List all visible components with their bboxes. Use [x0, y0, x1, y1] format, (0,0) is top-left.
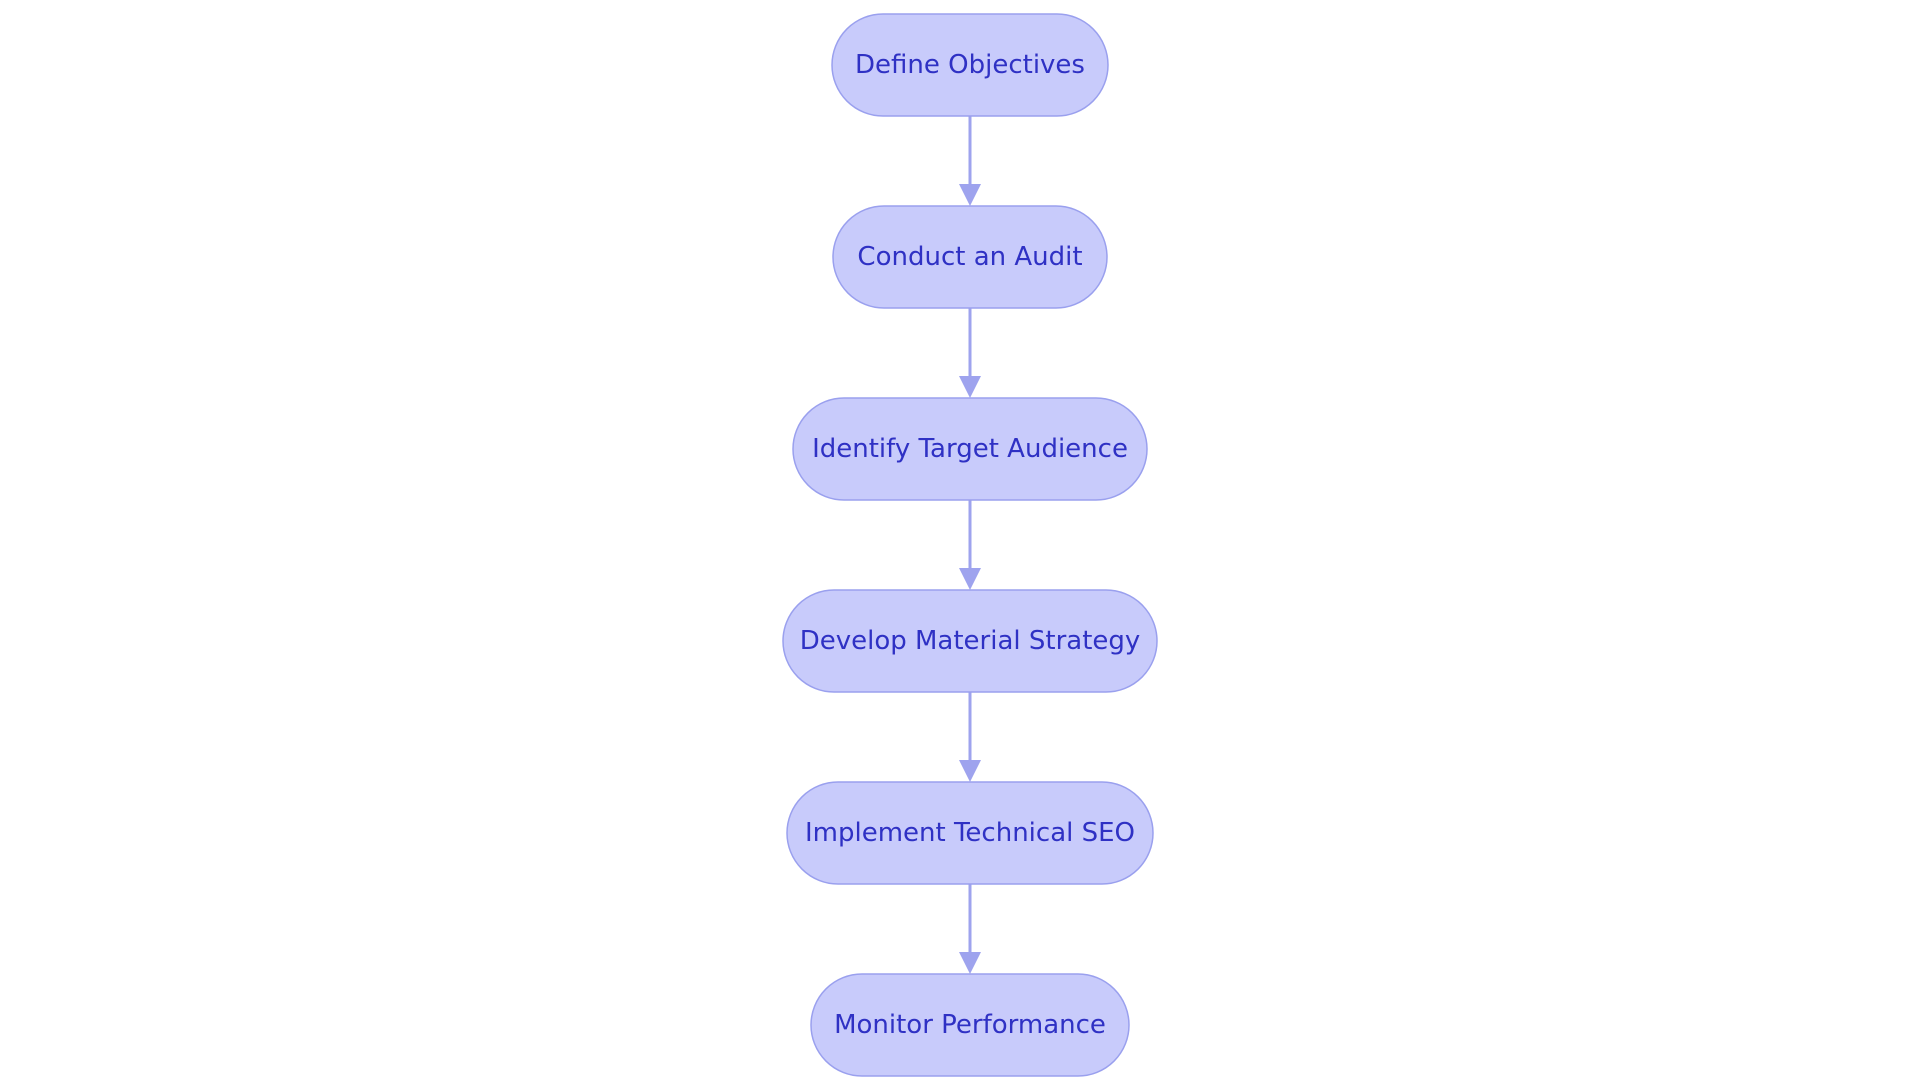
arrowhead-icon: [959, 568, 981, 590]
node-develop-material-strategy[interactable]: Develop Material Strategy: [782, 589, 1158, 693]
node-label: Conduct an Audit: [857, 242, 1082, 272]
edge-implement-technical-seo-to-monitor-performance: [959, 884, 981, 974]
arrowhead-icon: [959, 952, 981, 974]
edge-develop-material-strategy-to-implement-technical-seo: [959, 692, 981, 782]
arrowhead-icon: [959, 760, 981, 782]
node-label: Implement Technical SEO: [805, 818, 1135, 848]
node-define-objectives[interactable]: Define Objectives: [831, 13, 1109, 117]
edge-identify-target-audience-to-develop-material-strategy: [959, 500, 981, 590]
node-monitor-performance[interactable]: Monitor Performance: [810, 973, 1130, 1077]
node-label: Define Objectives: [855, 50, 1085, 80]
node-conduct-audit[interactable]: Conduct an Audit: [832, 205, 1108, 309]
edge-conduct-audit-to-identify-target-audience: [959, 308, 981, 398]
node-label: Identify Target Audience: [812, 434, 1128, 464]
edge-define-objectives-to-conduct-audit: [959, 116, 981, 206]
node-identify-target-audience[interactable]: Identify Target Audience: [792, 397, 1148, 501]
node-label: Monitor Performance: [834, 1010, 1106, 1040]
arrowhead-icon: [959, 184, 981, 206]
node-label: Develop Material Strategy: [800, 626, 1141, 656]
node-implement-technical-seo[interactable]: Implement Technical SEO: [786, 781, 1154, 885]
arrowhead-icon: [959, 376, 981, 398]
